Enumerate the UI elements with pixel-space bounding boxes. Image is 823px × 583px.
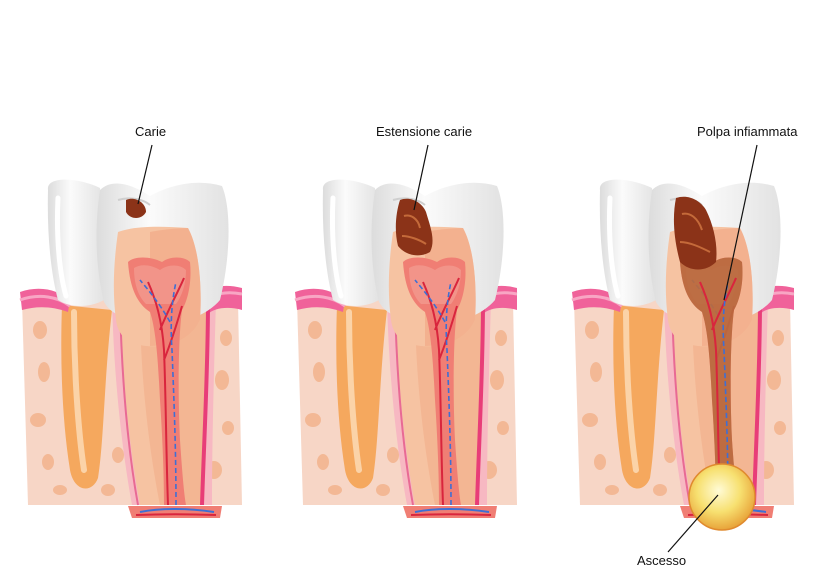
panel-carie [20, 144, 242, 518]
panel-estensione-carie [295, 144, 517, 518]
label-polpa-infiammata: Polpa infiammata [697, 124, 798, 139]
label-estensione-carie: Estensione carie [376, 124, 473, 139]
panel-polpa-infiammata [572, 144, 794, 553]
caries-spot [673, 196, 717, 270]
abscess-bubble [688, 463, 756, 531]
caries-spot [126, 198, 146, 218]
label-ascesso: Ascesso [637, 553, 687, 568]
label-carie: Carie [135, 124, 167, 139]
leader-line-polpa [723, 144, 758, 301]
leader-line-estensione [413, 144, 429, 211]
leader-line-carie [137, 144, 153, 205]
leader-line-ascesso [667, 494, 719, 553]
